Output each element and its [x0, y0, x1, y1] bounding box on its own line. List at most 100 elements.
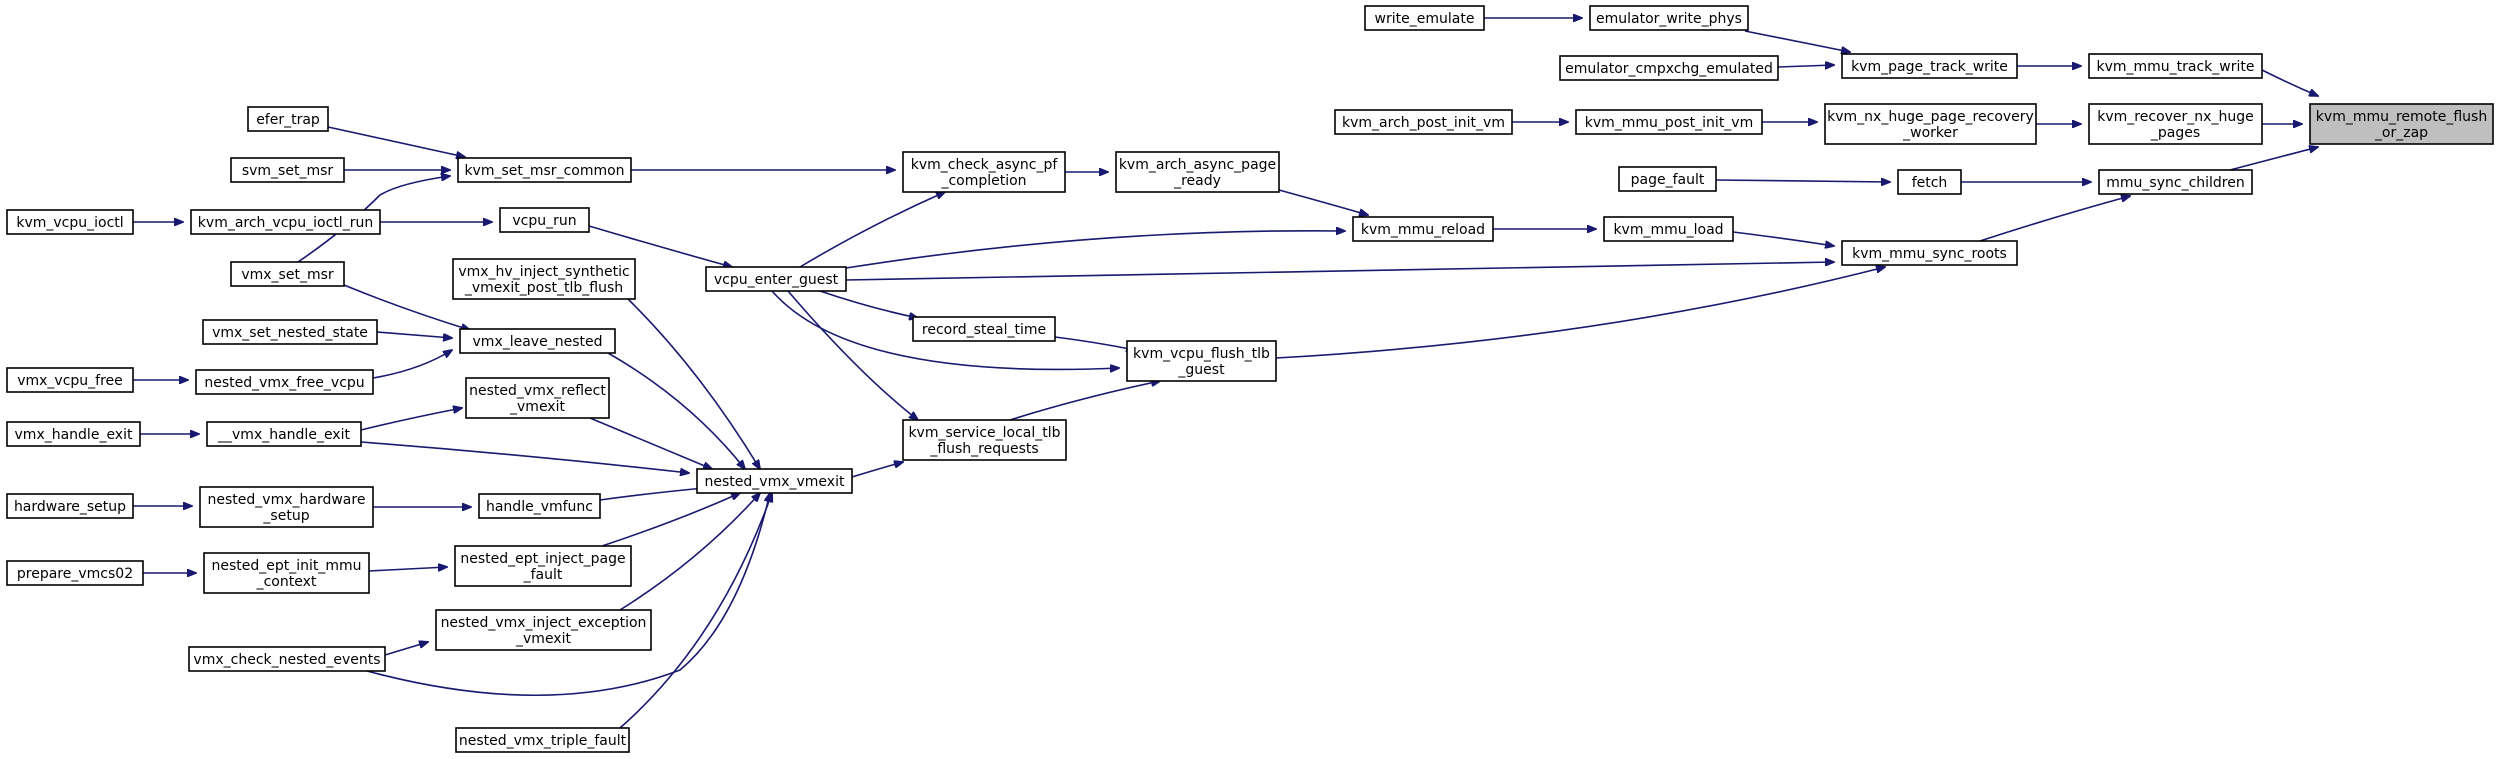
node-n37[interactable]: vmx_handle_exit: [6, 421, 141, 447]
node-n15[interactable]: kvm_mmu_reload: [1352, 216, 1494, 242]
node-label: vmx_set_nested_state: [212, 325, 368, 341]
edge-n26-to-n13: [1275, 267, 1885, 359]
edge-n45-to-n29: [366, 493, 770, 697]
node-n34[interactable]: vmx_vcpu_free: [6, 367, 134, 393]
node-box: [206, 421, 362, 447]
node-n24[interactable]: kvm_arch_vcpu_ioctl_run: [190, 209, 381, 235]
edge-n12-to-n11: [1715, 180, 1890, 182]
node-label: vmx_leave_nested: [473, 334, 603, 350]
node-n18[interactable]: kvm_set_msr_common: [457, 157, 632, 183]
node-label: emulator_write_phys: [1596, 11, 1742, 27]
node-label: record_steal_time: [922, 322, 1046, 338]
node-box: [435, 609, 652, 651]
node-n17[interactable]: kvm_check_async_pf_completion: [902, 151, 1066, 193]
node-box: [465, 377, 610, 419]
node-n10[interactable]: mmu_sync_children: [2098, 169, 2253, 195]
node-n41[interactable]: nested_ept_inject_page_fault: [454, 545, 632, 587]
node-n2[interactable]: kvm_page_track_write: [1841, 53, 2018, 79]
edge-n1-to-n0: [2261, 69, 2318, 96]
node-label: __vmx_handle_exit: [217, 427, 350, 443]
node-label: write_emulate: [1375, 11, 1475, 27]
node-n45[interactable]: vmx_check_nested_events: [188, 646, 386, 672]
node-box: [696, 468, 853, 494]
node-box: [199, 486, 374, 528]
node-n20[interactable]: svm_set_msr: [230, 157, 345, 183]
edge-n16-to-n15: [1278, 189, 1368, 215]
node-n11[interactable]: fetch: [1897, 169, 1962, 195]
node-label: nested_vmx_vmexit: [705, 474, 845, 490]
node-n23[interactable]: vcpu_run: [499, 207, 590, 233]
node-n9[interactable]: kvm_arch_post_init_vm: [1334, 109, 1513, 135]
node-label: vmx_vcpu_free: [17, 373, 123, 389]
node-box: [455, 727, 630, 753]
node-n21[interactable]: vmx_set_msr: [230, 261, 345, 287]
node-n3[interactable]: emulator_write_phys: [1589, 5, 1749, 31]
node-box: [6, 209, 134, 235]
node-label: kvm_mmu_sync_roots: [1852, 246, 2007, 262]
node-n0[interactable]: kvm_mmu_remote_flush_or_zap: [2309, 103, 2494, 145]
node-n12[interactable]: page_fault: [1618, 166, 1717, 192]
node-n14[interactable]: kvm_mmu_load: [1603, 216, 1734, 242]
node-n32[interactable]: vmx_set_nested_state: [202, 319, 378, 345]
node-n7[interactable]: kvm_nx_huge_page_recovery_worker: [1824, 103, 2037, 145]
node-n27[interactable]: record_steal_time: [912, 316, 1056, 342]
edge-n14-to-n13: [1732, 231, 1834, 246]
node-label: kvm_mmu_track_write: [2096, 59, 2254, 75]
edge-n22-to-n13: [845, 262, 1834, 281]
node-label: vmx_check_nested_events: [193, 652, 380, 668]
node-box: [1364, 5, 1485, 31]
node-label: _guest: [1177, 362, 1225, 378]
node-label: _vmexit: [515, 631, 571, 647]
node-n6[interactable]: kvm_recover_nx_huge_pages: [2088, 103, 2263, 145]
node-n43[interactable]: prepare_vmcs02: [6, 560, 144, 586]
node-n26[interactable]: kvm_vcpu_flush_tlb_guest: [1126, 340, 1277, 382]
edge-n23-to-n22: [588, 225, 732, 267]
edge-n27-to-n26: [1054, 336, 1135, 350]
node-n29[interactable]: nested_vmx_vmexit: [696, 468, 853, 494]
node-box: [195, 369, 374, 395]
node-box: [452, 258, 636, 300]
node-n35[interactable]: nested_vmx_reflect_vmexit: [465, 377, 610, 419]
edge-n21-to-n18: [297, 176, 450, 263]
node-n33[interactable]: nested_vmx_free_vcpu: [195, 369, 374, 395]
node-box: [230, 261, 345, 287]
node-box: [203, 552, 370, 594]
node-n8[interactable]: kvm_mmu_post_init_vm: [1575, 109, 1763, 135]
edge-n46-to-n29: [619, 493, 772, 729]
node-n30[interactable]: vmx_hv_inject_synthetic_vmexit_post_tlb_…: [452, 258, 636, 300]
node-n19[interactable]: efer_trap: [247, 106, 329, 132]
node-box: [454, 545, 632, 587]
node-n4[interactable]: write_emulate: [1364, 5, 1485, 31]
node-label: nested_ept_inject_page: [460, 551, 625, 567]
node-n44[interactable]: nested_vmx_inject_exception_vmexit: [435, 609, 652, 651]
node-n38[interactable]: handle_vmfunc: [478, 493, 601, 519]
node-n28[interactable]: kvm_service_local_tlb_flush_requests: [902, 419, 1067, 461]
node-n22[interactable]: vcpu_enter_guest: [705, 266, 847, 292]
node-label: efer_trap: [256, 112, 320, 128]
node-n39[interactable]: nested_vmx_hardware_setup: [199, 486, 374, 528]
node-n36[interactable]: __vmx_handle_exit: [206, 421, 362, 447]
node-n16[interactable]: kvm_arch_async_page_ready: [1115, 151, 1280, 193]
node-box: [902, 419, 1067, 461]
node-label: kvm_set_msr_common: [464, 163, 624, 179]
node-n1[interactable]: kvm_mmu_track_write: [2088, 53, 2263, 79]
node-n31[interactable]: vmx_leave_nested: [459, 328, 616, 354]
node-label: _fault: [523, 567, 563, 583]
node-n13[interactable]: kvm_mmu_sync_roots: [1841, 240, 2018, 266]
node-box: [1618, 166, 1717, 192]
node-n42[interactable]: nested_ept_init_mmu_context: [203, 552, 370, 594]
nodes-layer: kvm_mmu_remote_flush_or_zap kvm_mmu_track…: [6, 5, 2494, 753]
edge-n22-to-n17: [799, 192, 945, 268]
node-n46[interactable]: nested_vmx_triple_fault: [455, 727, 630, 753]
edge-n42-to-n41: [368, 567, 447, 572]
node-n25[interactable]: kvm_vcpu_ioctl: [6, 209, 134, 235]
node-n40[interactable]: hardware_setup: [6, 493, 134, 519]
node-label: kvm_check_async_pf: [911, 157, 1059, 173]
edge-n29-to-n28: [851, 462, 903, 478]
node-label: nested_vmx_reflect: [469, 383, 606, 399]
node-label: kvm_arch_post_init_vm: [1342, 115, 1505, 131]
node-box: [1841, 240, 2018, 266]
node-label: _pages: [2150, 125, 2200, 141]
node-n5[interactable]: emulator_cmpxchg_emulated: [1559, 55, 1779, 81]
